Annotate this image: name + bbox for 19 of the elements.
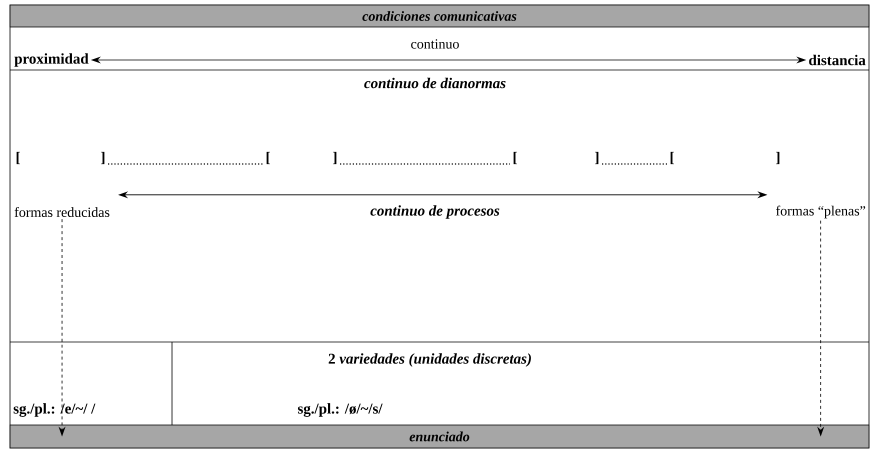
bracket: ] [101,152,104,164]
bracket: [ [514,152,517,164]
bracket: [ [266,152,270,164]
section-heading: 2 variedades (unidades discretas) [328,353,531,367]
term-label: formas “plenas” [776,206,866,218]
term-label: formas reducidas [14,207,110,217]
term-label: distancia [809,54,866,66]
bracket: [ [670,152,674,164]
band: condiciones comunicativas [10,4,870,28]
section-heading: continuo de dianormas [364,78,506,88]
bracket: ] [595,152,598,164]
bracket: [ [16,152,20,164]
form-label: sg./pl.: /e/~/ / [14,403,96,417]
edge-label: continuo [411,39,459,49]
bracket: ] [333,152,336,164]
band: enunciado [10,424,870,448]
edge-label: continuo de procesos [370,205,500,219]
term-label: proximidad [14,53,88,67]
bracket: ] [776,152,780,164]
